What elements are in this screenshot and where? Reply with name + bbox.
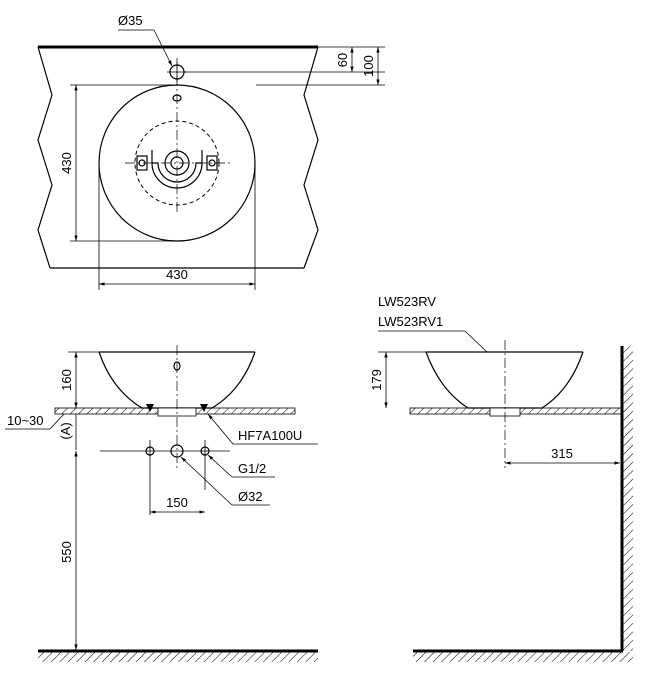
front-view: 160 10~30 (A) HF7A100U G1/2 Ø32 150 550 [5, 345, 318, 662]
floor-height-label: 550 [59, 541, 74, 563]
side-height-label: 179 [369, 369, 384, 391]
dim-60-label: 60 [335, 53, 350, 67]
counter-label: (A) [58, 422, 73, 439]
wall-hatch [623, 346, 633, 651]
supply-spacing-label: 150 [166, 495, 188, 510]
wall-distance-label: 315 [551, 446, 573, 461]
side-bowl-body [425, 351, 584, 409]
width-label: 430 [166, 267, 188, 282]
fixing-arrow-right [200, 404, 208, 412]
drain-diameter-leader [180, 456, 233, 506]
side-floor-hatch [413, 652, 633, 662]
height-label: 160 [59, 369, 74, 391]
fixing-arrow-left [146, 404, 154, 412]
drain-model-label: HF7A100U [238, 428, 302, 443]
counter-outline-right [303, 46, 319, 269]
dim-100-label: 100 [361, 55, 376, 77]
counter-range-label: 10~30 [7, 413, 44, 428]
bracket-arms [151, 150, 203, 163]
supply-thread-label: G1/2 [238, 461, 266, 476]
side-view: LW523RV LW523RV1 179 315 [369, 294, 633, 662]
hole-diameter-label: Ø35 [118, 13, 143, 28]
counter-range-leader [49, 413, 65, 430]
drain-diameter-label: Ø32 [238, 489, 263, 504]
depth-label: 430 [59, 152, 74, 174]
counter-outline-left [37, 46, 53, 269]
hole-leader [153, 29, 173, 67]
drain-model-leader [207, 413, 234, 445]
model-label-1: LW523RV [378, 294, 436, 309]
floor-hatch [38, 652, 318, 662]
top-view: Ø35 60 100 430 430 [37, 13, 385, 290]
thread-leader [207, 454, 233, 478]
drain-pipe [170, 444, 184, 458]
model-leader [464, 330, 488, 353]
model-label-2: LW523RV1 [378, 314, 443, 329]
